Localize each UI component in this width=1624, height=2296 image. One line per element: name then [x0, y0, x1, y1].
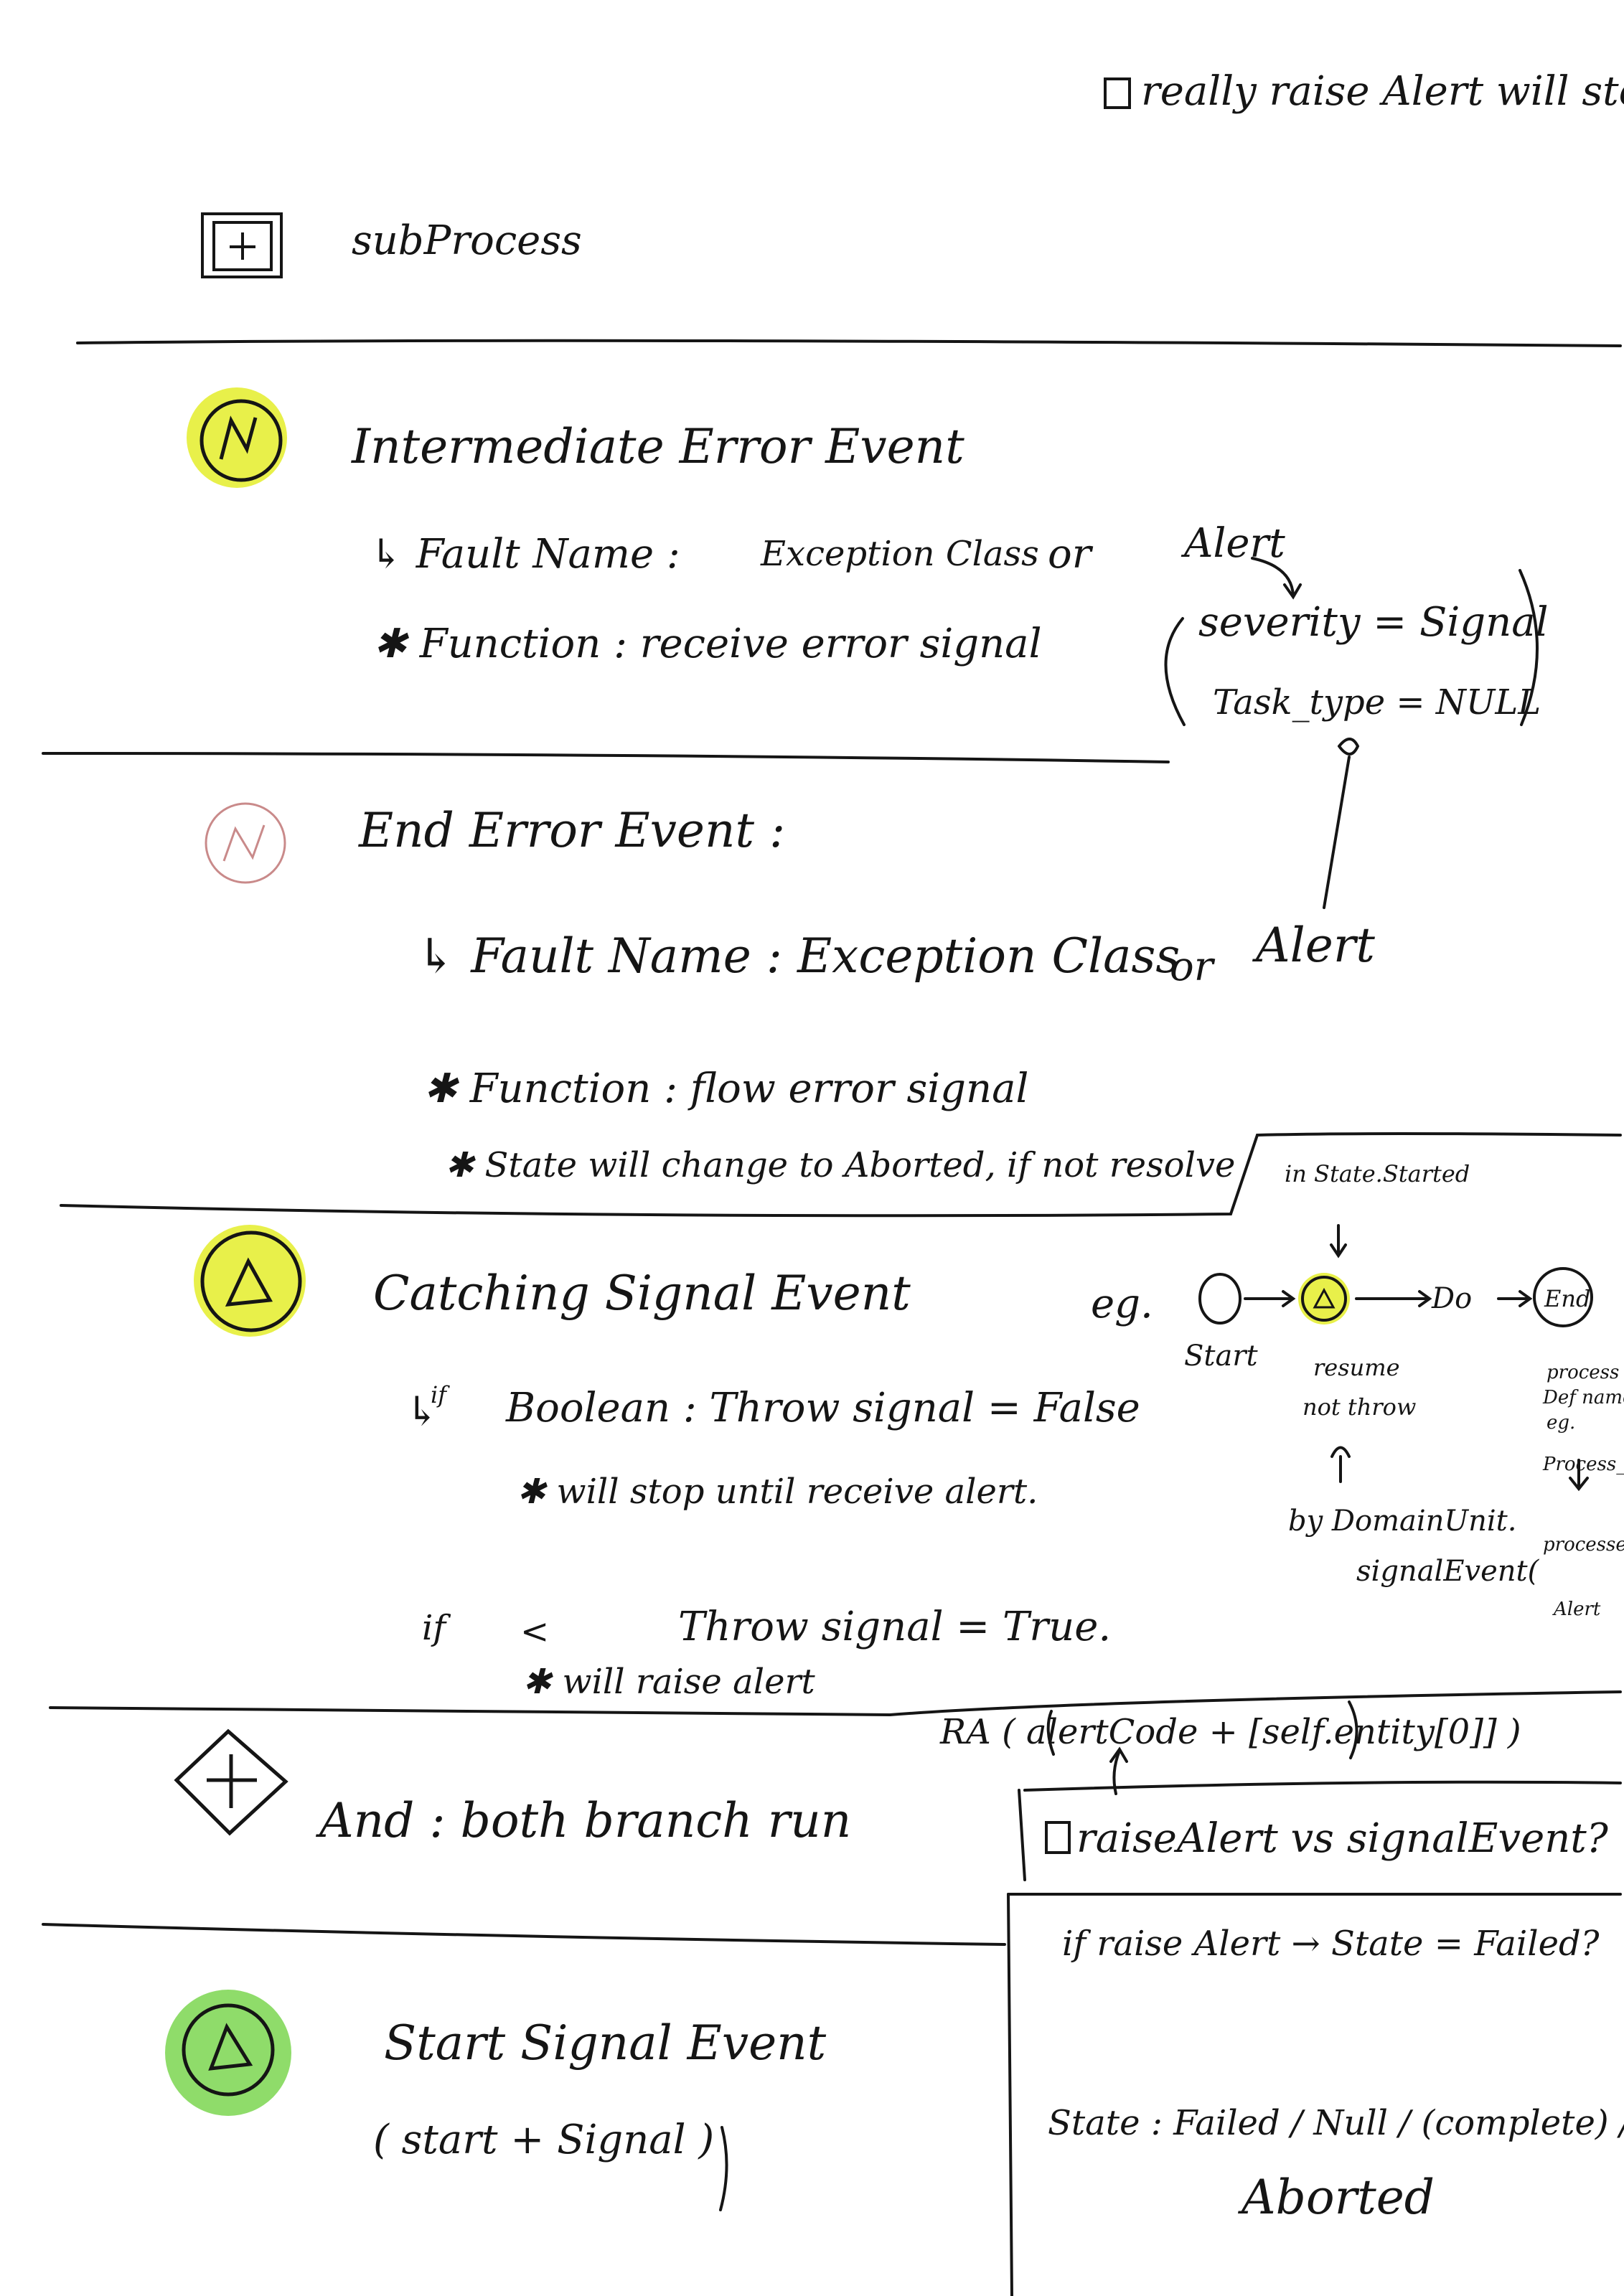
end-error-or: or	[1170, 944, 1214, 990]
intermediate-fault-value: Exception Class	[761, 534, 1039, 574]
resume-label: resume	[1313, 1354, 1400, 1381]
sidebox-left	[1007, 1893, 1013, 2296]
throw-true-line: Throw signal = True.	[678, 1604, 1112, 1650]
end-error-title: End Error Event :	[359, 803, 786, 858]
separator-4	[49, 1690, 1622, 1717]
intermediate-function-text: Function : receive error signal	[419, 621, 1042, 667]
note-stop: ✱ will stop until receive alert.	[517, 1472, 1038, 1512]
upward-arrow	[1323, 756, 1351, 909]
if-arrow: ↳	[405, 1388, 439, 1435]
in-state-started: in State.Started	[1285, 1160, 1470, 1187]
if-label-2: if	[422, 1608, 446, 1648]
resume-arrowhead	[1330, 1446, 1351, 1458]
flow-arrow-3	[1497, 1290, 1533, 1307]
upward-arrowhead	[1338, 738, 1360, 756]
by-domainunit: by DomainUnit.	[1288, 1505, 1517, 1538]
end-error-function-text: Function : flow error signal	[469, 1065, 1029, 1112]
subtitle-paren-right	[719, 2126, 728, 2211]
intermediate-fault-label: Fault Name :	[416, 531, 680, 578]
header-note: really raise Alert will stop?	[1141, 68, 1624, 115]
checkbox-raisealert	[1045, 1821, 1071, 1854]
if-label: if	[431, 1381, 447, 1408]
sidebox-left-upper	[1018, 1789, 1026, 1881]
flow-end-label: End	[1544, 1285, 1591, 1312]
start-signal-event-icon	[165, 1990, 291, 2116]
signal-event-call: signalEvent(	[1356, 1555, 1539, 1588]
flow-end-circle	[1533, 1267, 1593, 1327]
note-stop-text: will stop until receive alert.	[556, 1472, 1038, 1512]
lt-label: <	[520, 1612, 550, 1652]
checkbox-plus-icon	[201, 212, 283, 278]
alert-small: Alert	[1554, 1599, 1601, 1620]
end-error-event-icon	[205, 802, 286, 884]
intermediate-function: ✱ Function : receive error signal	[373, 621, 1042, 667]
error-event-icon	[187, 387, 287, 488]
not-throw-label: not throw	[1303, 1393, 1417, 1421]
flow-do-label: Do	[1432, 1282, 1473, 1315]
alert-arrow	[1251, 557, 1295, 597]
end-error-alert: Alert	[1256, 918, 1375, 973]
intermediate-error-title: Intermediate Error Event	[352, 419, 964, 474]
processed-label: processed	[1543, 1534, 1624, 1556]
separator-2	[42, 752, 1170, 763]
start-signal-title: Start Signal Event	[384, 2015, 827, 2071]
separator-3	[60, 1132, 1622, 1218]
boolean-line: Boolean : Throw signal = False	[506, 1385, 1140, 1431]
state-arrow-down	[1330, 1224, 1347, 1258]
process-def-3: eg.	[1546, 1412, 1576, 1434]
severity-line: severity = Signal	[1198, 599, 1549, 646]
sidebox-top	[1023, 1780, 1622, 1792]
subprocess-label: subProcess	[352, 217, 582, 264]
ra-arrowhead	[1109, 1746, 1128, 1763]
note-raise-text: will raise alert	[562, 1662, 815, 1702]
sidebox-question: raiseAlert vs signalEvent?	[1076, 1815, 1608, 1862]
alert-arrowhead	[1283, 583, 1302, 600]
sidebox-if-raise: if raise Alert → State = Failed?	[1062, 1924, 1600, 1964]
end-error-fault: ↳ Fault Name : Exception Class	[416, 928, 1181, 984]
and-gateway-title: And : both branch run	[319, 1793, 852, 1848]
flow-arrow-2	[1355, 1290, 1432, 1307]
task-type-line: Task_type = NULL	[1213, 682, 1541, 723]
start-signal-subtitle: ( start + Signal )	[373, 2117, 715, 2163]
separator-1	[76, 339, 1622, 347]
checkbox-header	[1104, 77, 1131, 109]
end-error-function: ✱ Function : flow error signal	[423, 1065, 1029, 1112]
flow-arrow-1	[1244, 1290, 1296, 1307]
paren-right	[1519, 569, 1539, 726]
ra-paren-right	[1348, 1700, 1358, 1759]
paren-left	[1164, 617, 1186, 726]
end-error-state: ✱ State will change to Aborted, if not r…	[445, 1145, 1236, 1185]
eg-label: eg.	[1091, 1281, 1153, 1327]
end-error-state-text: State will change to Aborted, if not res…	[484, 1145, 1236, 1185]
intermediate-fault-name: ↳ Fault Name :	[370, 531, 680, 578]
sidebox-state: State : Failed / Null / (complete) /	[1048, 2103, 1624, 2143]
process-arrow-down	[1569, 1459, 1589, 1492]
intermediate-alert-label: Alert	[1184, 520, 1285, 567]
catching-signal-title: Catching Signal Event	[373, 1266, 911, 1321]
flow-signal-event-icon	[1298, 1273, 1350, 1325]
parallel-gateway-icon	[174, 1728, 288, 1836]
ra-arrow-up	[1112, 1749, 1121, 1795]
process-def-1: process	[1546, 1362, 1620, 1383]
intermediate-or: or	[1048, 531, 1092, 578]
flow-start-circle	[1198, 1273, 1242, 1325]
signal-event-icon	[194, 1225, 306, 1337]
end-error-fault-text: Fault Name : Exception Class	[471, 928, 1181, 984]
flow-start-label: Start	[1184, 1340, 1258, 1373]
note-raise: ✱ will raise alert	[522, 1662, 815, 1702]
separator-5	[42, 1923, 1006, 1946]
ra-label: RA ( alertCode + [self.entity[0]] )	[940, 1712, 1521, 1752]
process-x: Process_X	[1543, 1454, 1624, 1475]
sidebox-aborted: Aborted	[1242, 2170, 1435, 2225]
ra-paren-left	[1046, 1710, 1055, 1756]
